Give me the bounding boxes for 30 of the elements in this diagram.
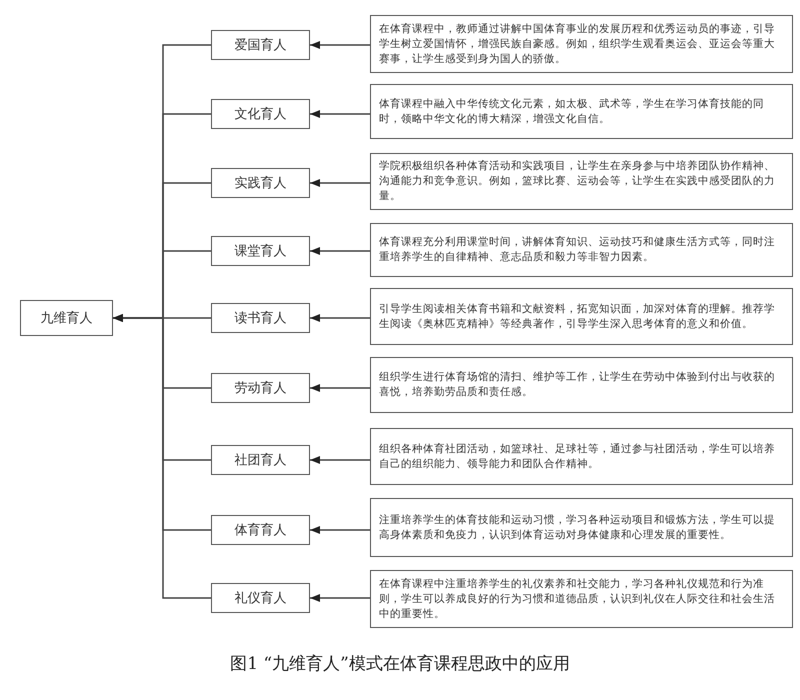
category-box: 课堂育人 xyxy=(211,236,310,266)
arrow xyxy=(310,110,370,118)
description-box: 在体育课程中，教师通过讲解中国体育事业的发展历程和优秀运动员的事迹，引导学生树立爱国情怀，增强民族自豪感。例如，组织学生观看奥运会、亚运会等重大赛事，让学生感受到身为国人的骄傲。 xyxy=(370,15,793,73)
description-box: 组织学生进行体育场馆的清扫、维护等工作，让学生在劳动中体验到付出与收获的喜悦，培养勤劳品质和责任感。 xyxy=(370,357,793,413)
description-box: 注重培养学生的体育技能和运动习惯，学习各种运动项目和锻炼方法，学生可以提高身体素质和免疫力，认识到体育运动对身体健康和心理发展的重要性。 xyxy=(370,498,793,557)
category-box: 读书育人 xyxy=(211,303,310,333)
arrow xyxy=(310,179,370,187)
arrow xyxy=(310,594,370,602)
category-box: 劳动育人 xyxy=(211,373,310,403)
arrow xyxy=(310,247,370,255)
category-box: 体育育人 xyxy=(211,515,310,545)
category-box: 实践育人 xyxy=(211,168,310,198)
category-box: 礼仪育人 xyxy=(211,583,310,613)
category-box: 社团育人 xyxy=(211,445,310,475)
arrow xyxy=(310,456,370,464)
category-box: 爱国育人 xyxy=(211,30,310,60)
figure-caption: 图1 “九维育人”模式在体育课程思政中的应用 xyxy=(229,653,571,675)
description-box: 在体育课程中注重培养学生的礼仪素养和社交能力，学习各种礼仪规范和行为准则，学生可以养成良好的行为习惯和道德品质，认识到礼仪在人际交往和社会生活中的重要性。 xyxy=(370,570,793,628)
description-box: 引导学生阅读相关体育书籍和文献资料，拓宽知识面，加深对体育的理解。推荐学生阅读《奥林匹克精神》等经典著作，引导学生深入思考体育的意义和价值。 xyxy=(370,288,793,345)
description-box: 体育课程充分利用课堂时间，讲解体育知识、运动技巧和健康生活方式等，同时注重培养学生的自律精神、意志品质和毅力等非智力因素。 xyxy=(370,223,793,277)
arrow xyxy=(310,314,370,322)
arrow xyxy=(310,526,370,534)
arrow xyxy=(310,384,370,392)
arrow xyxy=(113,314,211,599)
description-box: 体育课程中融入中华传统文化元素，如太极、武术等，学生在学习体育技能的同时，领略中华文化的博大精深，增强文化自信。 xyxy=(370,84,793,139)
arrow xyxy=(310,41,370,49)
description-box: 学院积极组织各种体育活动和实践项目，让学生在亲身参与中培养团队协作精神、沟通能力和竞争意识。例如，篮球比赛、运动会等，让学生在实践中感受团队的力量。 xyxy=(370,153,793,210)
description-box: 组织各种体育社团活动，如篮球社、足球社等，通过参与社团活动，学生可以培养自己的组织能力、领导能力和团队合作精神。 xyxy=(370,428,793,485)
category-box: 文化育人 xyxy=(211,99,310,129)
root-box: 九维育人 xyxy=(20,300,113,336)
